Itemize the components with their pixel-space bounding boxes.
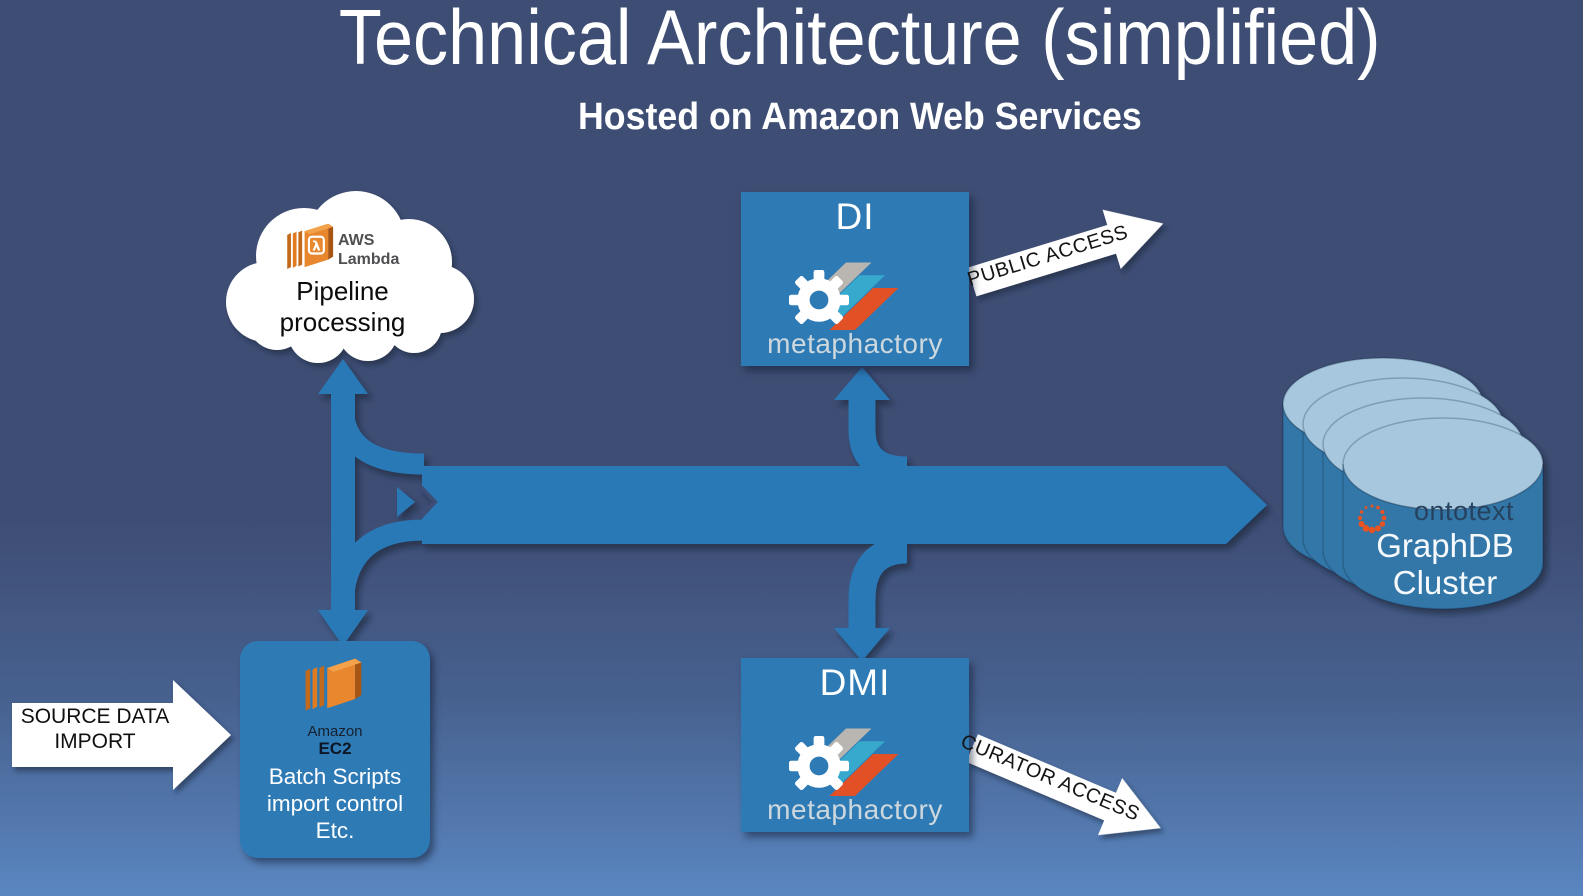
metaphactory-logo xyxy=(776,706,934,796)
graphdb-cluster-shape xyxy=(1282,357,1544,610)
bus-notch-seam xyxy=(419,485,438,519)
aws-lambda-icon: λ xyxy=(287,223,334,269)
ec2-description: Batch Scripts import control Etc. xyxy=(266,764,404,843)
pipeline-processing-label: Pipeline processing xyxy=(279,276,406,337)
graphdb-labels: ontotext GraphDB Cluster xyxy=(1345,496,1545,601)
ontotext-icon xyxy=(1357,504,1387,534)
source-data-arrow xyxy=(12,680,231,790)
arrowhead-up-to-cloud xyxy=(318,359,368,394)
ec2-product-label: EC2 xyxy=(318,739,352,758)
metaphactory-wordmark: metaphactory xyxy=(767,328,943,359)
graphdb-line2: Cluster xyxy=(1392,564,1498,601)
arrowhead-down-to-ec2 xyxy=(318,610,368,646)
metaphactory-wordmark: metaphactory xyxy=(767,794,943,825)
ec2-node: Amazon EC2 Batch Scripts import control … xyxy=(240,641,430,858)
lambda-glyph: λ xyxy=(312,238,321,254)
di-title: DI xyxy=(835,196,875,237)
dmi-title: DMI xyxy=(819,662,891,703)
access-arrows xyxy=(12,209,1164,836)
ec2-vendor-label: Amazon xyxy=(307,723,363,740)
arrowhead-up-to-di xyxy=(834,367,890,400)
page-subtitle: Hosted on Amazon Web Services xyxy=(578,96,1142,138)
bus-tail-chevron xyxy=(397,487,415,517)
page-title: Technical Architecture (simplified) xyxy=(339,0,1381,81)
source-data-import-label: SOURCE DATA IMPORT xyxy=(20,705,170,753)
di-node: DI metaphactory xyxy=(741,192,969,366)
data-flow-arrows xyxy=(318,359,1267,661)
main-bus-arrow xyxy=(422,466,1267,544)
amazon-ec2-icon xyxy=(304,650,366,720)
curator-access-arrow xyxy=(966,734,1161,836)
pipeline-cloud xyxy=(226,191,474,363)
left-lower-branch xyxy=(332,519,425,609)
ontotext-wordmark: ontotext xyxy=(1413,496,1515,526)
ontotext-brand-row: ontotext xyxy=(1376,496,1514,527)
cylinder-front-body xyxy=(1342,463,1544,610)
aws-lambda-label: AWS Lambda xyxy=(338,232,400,268)
dmi-node: DMI metaphactory xyxy=(741,658,969,832)
graphdb-line1: GraphDB xyxy=(1376,527,1514,564)
metaphactory-logo xyxy=(776,240,934,330)
branch-down-to-dmi xyxy=(848,536,908,630)
left-upper-branch xyxy=(332,405,425,475)
public-access-arrow xyxy=(967,209,1164,297)
arrowhead-down-to-dmi xyxy=(834,628,890,661)
branch-up-to-di xyxy=(848,398,908,484)
